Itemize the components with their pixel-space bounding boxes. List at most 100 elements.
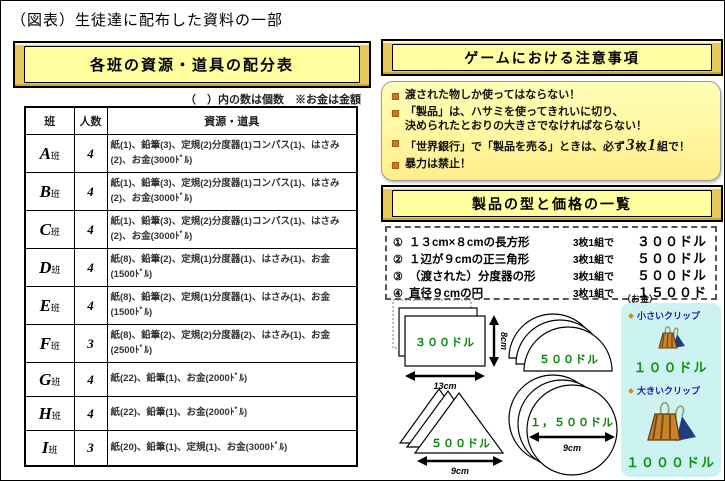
price-list-item: ③ （渡された）分度器の形 3枚1組で ５００ドル xyxy=(393,265,707,283)
item-unit: 3枚1組で xyxy=(573,289,615,300)
rule-text-mid: 枚 xyxy=(635,141,647,154)
sheets-count: 3 xyxy=(626,135,635,155)
small-clip-icon xyxy=(658,326,685,349)
rectangle-product-graphic: ３００ドル 8cm 13cm xyxy=(392,299,509,391)
rule-item: 暴力は禁止！ xyxy=(390,158,710,172)
triangle-product-graphic: ５００ドル 9cm xyxy=(399,387,505,476)
resources-text: 紙(8)、鉛筆(2)、定規(1)分度器(1)、はさみ(1)、お金(1500ﾄﾞﾙ… xyxy=(106,286,358,325)
page-title: （図表）生徒達に配布した資料の一部 xyxy=(11,13,284,29)
rectangle-price-label: ３００ドル xyxy=(415,336,475,349)
resources-text: 紙(1)、鉛筆(3)、定規(2)分度器(1)コンパス(1)、はさみ(2)、お金(… xyxy=(106,172,358,211)
rectangle-width-label: 13cm xyxy=(433,381,456,391)
resources-text: 紙(20)、鉛筆(1)、定規(1)、お金(3000ﾄﾞﾙ) xyxy=(106,430,358,466)
item-price: ５００ドル xyxy=(636,268,707,283)
group-suffix: 班 xyxy=(51,376,61,387)
table-row: H班 4 紙(22)、鉛筆(1)、お金(2000ﾄﾞﾙ) xyxy=(24,396,358,431)
members-count: 3 xyxy=(73,324,108,363)
group-suffix: 班 xyxy=(51,264,61,275)
resources-text: 紙(8)、鉛筆(2)、定規(2)分度器(2)、はさみ(1)、お金(2500ﾄﾞﾙ… xyxy=(106,324,358,363)
rule-item: 「製品」は、ハサミを使ってきれいに切り、 決められたとおりの大きさでなければなら… xyxy=(390,106,710,134)
item-number: ② xyxy=(393,254,403,266)
price-list-item: ④ 直径９cmの円 3枚1組で １５００ドル xyxy=(393,282,707,319)
group-suffix: 班 xyxy=(50,340,60,351)
resources-text: 紙(1)、鉛筆(3)、定規(2)分度器(1)コンパス(1)、はさみ(2)、お金(… xyxy=(106,134,358,173)
rectangle-height-label: 8cm xyxy=(499,332,509,350)
item-description: １辺が９cmの正三角形 xyxy=(409,254,530,266)
arrow-head-right xyxy=(475,371,485,381)
small-clip-label: 小さいクリップ xyxy=(637,311,701,321)
members-count: 4 xyxy=(73,286,108,325)
item-price: ３００ドル xyxy=(636,234,707,249)
resources-text: 紙(8)、鉛筆(2)、定規(1)分度器(1)、はさみ(1)、お金(1500ﾄﾞﾙ… xyxy=(106,248,358,287)
group-suffix: 班 xyxy=(48,444,58,455)
col-header-resources: 資源・道具 xyxy=(106,106,358,135)
money-section-label: （お金） xyxy=(622,294,659,304)
large-clip-price: １０００ドル xyxy=(625,455,716,470)
members-count: 3 xyxy=(73,430,108,466)
members-count: 4 xyxy=(73,248,108,287)
square-bullet-icon xyxy=(392,162,399,169)
product-price-banner-title: 製品の型と価格の一覧 xyxy=(392,190,712,217)
item-description: 直径９cmの円 xyxy=(409,288,484,300)
table-row: D班 4 紙(8)、鉛筆(2)、定規(1)分度器(1)、はさみ(1)、お金(15… xyxy=(24,248,358,287)
group-letter: D xyxy=(39,257,52,277)
arrow-head-left xyxy=(529,432,539,442)
members-count: 4 xyxy=(73,362,108,397)
group-suffix: 班 xyxy=(51,410,61,421)
square-bullet-icon xyxy=(392,109,399,117)
arrow-head-right xyxy=(605,432,615,442)
item-price: ５００ドル xyxy=(636,251,707,266)
arrow-head-left xyxy=(417,456,427,466)
arrow-head-right xyxy=(493,456,503,466)
group-letter: E xyxy=(39,295,51,315)
group-letter: I xyxy=(41,437,49,457)
rule-item: 渡された物しか使ってはならない！ xyxy=(390,89,710,103)
allocation-table: 班 人数 資源・道具 A班 4 紙(1)、鉛筆(3)、定規(2)分度器(1)コン… xyxy=(24,106,358,467)
item-number: ④ xyxy=(393,288,403,300)
rule-text-pre: 「世界銀行」で「製品を売る」ときは、必ず xyxy=(405,141,625,154)
col-header-members: 人数 xyxy=(73,106,108,135)
rule-text-post: 組で！ xyxy=(657,141,690,154)
small-clip-price: １００ドル xyxy=(633,360,709,375)
diamond-bullet-icon xyxy=(628,387,634,394)
circle-sheet-front xyxy=(526,384,618,476)
allocation-banner-title: 各班の資源・道具の配分表 xyxy=(24,46,360,83)
col-header-group: 班 xyxy=(24,106,75,135)
sets-count: 1 xyxy=(647,135,657,155)
item-description: １３cm×８cmの長方形 xyxy=(409,237,530,249)
group-letter: F xyxy=(39,333,51,353)
group-letter: A xyxy=(39,143,51,163)
money-panel: 小さいクリップ １００ドル 大きいクリップ １０００ドル xyxy=(621,303,721,477)
table-row: F班 3 紙(8)、鉛筆(2)、定規(2)分度器(2)、はさみ(1)、お金(25… xyxy=(24,324,358,363)
diamond-bullet-icon xyxy=(628,312,634,319)
table-note: （ ）内の数は個数 ※お金は金額 xyxy=(185,94,361,106)
arrow-head-left xyxy=(405,371,415,381)
triangle-sheet-front xyxy=(413,391,505,454)
arrow-head-down xyxy=(489,357,499,367)
product-price-banner: 製品の型と価格の一覧 xyxy=(381,185,723,222)
members-count: 4 xyxy=(73,172,108,211)
table-row: E班 4 紙(8)、鉛筆(2)、定規(1)分度器(1)、はさみ(1)、お金(15… xyxy=(24,286,358,325)
group-suffix: 班 xyxy=(50,188,60,199)
game-rules-banner: ゲームにおける注意事項 xyxy=(381,39,723,76)
item-number: ③ xyxy=(393,271,403,283)
group-letter: B xyxy=(39,181,51,201)
large-clip-label: 大きいクリップ xyxy=(637,386,701,396)
circle-diameter-label: 9cm xyxy=(563,443,581,453)
members-count: 4 xyxy=(73,210,108,249)
square-bullet-icon xyxy=(392,140,399,148)
small-clip-row: 小さいクリップ xyxy=(628,309,717,322)
table-row: A班 4 紙(1)、鉛筆(3)、定規(2)分度器(1)コンパス(1)、はさみ(2… xyxy=(24,134,358,173)
rule-item: 「世界銀行」で「製品を売る」ときは、必ず3枚1組で！ xyxy=(390,136,710,155)
resources-text: 紙(1)、鉛筆(3)、定規(2)分度器(1)コンパス(1)、はさみ(2)、お金(… xyxy=(106,210,358,249)
price-list-item: ① １３cm×８cmの長方形 3枚1組で ３００ドル xyxy=(393,231,707,249)
members-count: 4 xyxy=(73,396,108,431)
table-row: G班 4 紙(22)、鉛筆(1)、お金(2000ﾄﾞﾙ) xyxy=(24,362,358,397)
triangle-price-label: ５００ドル xyxy=(431,437,491,450)
rule-text-line2: 決められたとおりの大きさでなければならない！ xyxy=(405,119,647,132)
square-bullet-icon xyxy=(392,93,399,100)
game-rules-banner-title: ゲームにおける注意事項 xyxy=(392,44,712,71)
item-unit: 3枚1組で xyxy=(573,238,615,249)
large-clip-icon xyxy=(647,401,696,441)
